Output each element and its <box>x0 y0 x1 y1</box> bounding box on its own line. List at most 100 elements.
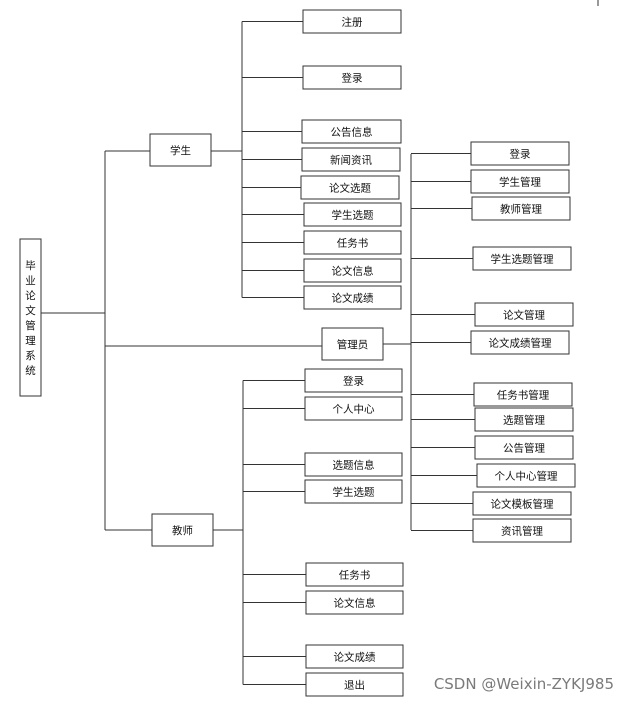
admin-item-label: 学生管理 <box>499 176 541 189</box>
admin-item: 登录 <box>470 141 570 166</box>
teacher-item: 登录 <box>304 368 403 393</box>
admin-item-frame <box>474 302 574 327</box>
diagram-nodes: 毕业论文管理系统学生注册登录公告信息新闻资讯论文选题学生选题任务书论文信息论文成… <box>19 9 576 697</box>
student-item-label: 新闻资讯 <box>330 154 372 167</box>
admin-item: 资讯管理 <box>472 518 572 543</box>
student-item-frame <box>300 175 400 200</box>
teacher-item: 任务书 <box>305 562 404 587</box>
admin-item: 个人中心管理 <box>476 463 576 488</box>
admin-item-label: 公告管理 <box>503 442 545 455</box>
admin-node-frame <box>321 327 384 361</box>
admin-item-label: 论文成绩管理 <box>489 337 552 350</box>
teacher-item-frame <box>304 368 403 393</box>
student-item: 注册 <box>302 9 402 34</box>
teacher-item-label: 选题信息 <box>333 459 375 472</box>
teacher-item: 选题信息 <box>304 452 403 477</box>
student-item-label: 学生选题 <box>332 209 374 222</box>
student-node: 学生 <box>149 133 212 167</box>
admin-item-frame <box>472 246 572 271</box>
admin-item: 教师管理 <box>471 196 571 221</box>
student-item: 任务书 <box>303 230 402 255</box>
teacher-item: 个人中心 <box>304 396 403 421</box>
admin-item-frame <box>476 463 576 488</box>
teacher-item-label: 论文信息 <box>334 597 376 610</box>
teacher-item: 退出 <box>305 672 404 697</box>
admin-item: 任务书管理 <box>473 382 573 407</box>
admin-item-frame <box>470 330 570 355</box>
admin-item-frame <box>474 435 574 460</box>
root-node: 毕业论文管理系统 <box>19 238 42 397</box>
teacher-item-frame <box>305 644 404 669</box>
admin-item-label: 教师管理 <box>500 203 542 216</box>
student-item: 公告信息 <box>301 119 402 144</box>
root-node-label: 毕业论文管理系统 <box>25 259 36 377</box>
teacher-item: 论文成绩 <box>305 644 404 669</box>
admin-item-frame <box>472 518 572 543</box>
student-item-label: 登录 <box>342 72 363 85</box>
student-item-frame <box>303 285 402 310</box>
admin-item-frame <box>470 141 570 166</box>
teacher-node-label: 教师 <box>172 524 193 537</box>
student-item-label: 论文信息 <box>332 265 374 278</box>
admin-item: 学生选题管理 <box>472 246 572 271</box>
admin-item: 论文模板管理 <box>472 491 572 516</box>
teacher-item-label: 论文成绩 <box>334 651 376 664</box>
admin-item-frame <box>470 169 570 194</box>
admin-item: 选题管理 <box>474 407 574 432</box>
student-item-frame <box>302 65 402 90</box>
admin-item-frame <box>474 407 574 432</box>
teacher-node-frame <box>151 513 214 547</box>
admin-item-label: 论文管理 <box>503 309 545 322</box>
student-item-label: 论文选题 <box>329 182 371 195</box>
teacher-node: 教师 <box>151 513 214 547</box>
admin-item-frame <box>471 196 571 221</box>
watermark: CSDN @Weixin-ZYKJ985 <box>433 675 614 693</box>
admin-node: 管理员 <box>321 327 384 361</box>
student-item-label: 论文成绩 <box>332 292 374 305</box>
admin-item-label: 任务书管理 <box>497 389 550 402</box>
admin-item: 学生管理 <box>470 169 570 194</box>
teacher-item-label: 任务书 <box>339 569 371 582</box>
admin-item-frame <box>473 382 573 407</box>
teacher-item-frame <box>304 452 403 477</box>
student-node-frame <box>149 133 212 167</box>
teacher-item-frame <box>305 590 404 615</box>
student-item-label: 注册 <box>342 16 363 29</box>
student-item-frame <box>303 258 402 283</box>
student-item-frame <box>303 230 402 255</box>
student-item-frame <box>301 119 402 144</box>
connector-lines <box>41 21 477 685</box>
teacher-item-frame <box>305 672 404 697</box>
admin-item-label: 登录 <box>510 148 531 161</box>
admin-item: 公告管理 <box>474 435 574 460</box>
admin-node-label: 管理员 <box>337 338 369 351</box>
teacher-item: 论文信息 <box>305 590 404 615</box>
teacher-item-label: 退出 <box>344 679 365 692</box>
root-node-frame <box>19 238 42 397</box>
admin-item-label: 论文模板管理 <box>491 498 554 511</box>
student-item: 新闻资讯 <box>301 147 401 172</box>
student-item-frame <box>302 9 402 34</box>
student-item-frame <box>301 147 401 172</box>
teacher-item-frame <box>304 479 403 504</box>
teacher-item-frame <box>305 562 404 587</box>
teacher-item: 学生选题 <box>304 479 403 504</box>
teacher-item-label: 个人中心 <box>333 403 375 416</box>
student-item: 学生选题 <box>303 202 402 227</box>
admin-item-frame <box>472 491 572 516</box>
admin-item-label: 资讯管理 <box>501 525 543 538</box>
student-item-label: 公告信息 <box>331 126 373 139</box>
admin-item: 论文管理 <box>474 302 574 327</box>
teacher-item-label: 学生选题 <box>333 486 375 499</box>
admin-item: 论文成绩管理 <box>470 330 570 355</box>
student-node-label: 学生 <box>170 144 191 157</box>
student-item: 论文选题 <box>300 175 400 200</box>
admin-item-label: 个人中心管理 <box>495 470 558 483</box>
admin-item-label: 选题管理 <box>503 414 545 427</box>
admin-item-label: 学生选题管理 <box>491 253 554 266</box>
student-item: 论文信息 <box>303 258 402 283</box>
student-item: 论文成绩 <box>303 285 402 310</box>
teacher-item-frame <box>304 396 403 421</box>
student-item-frame <box>303 202 402 227</box>
